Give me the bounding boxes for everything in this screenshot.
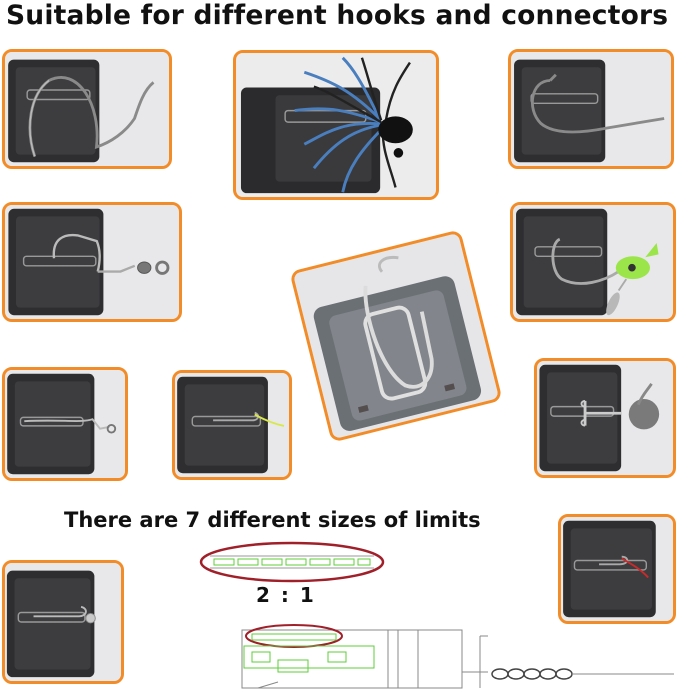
tackle-box-image [6,52,168,166]
photo-jighead-spinner [510,202,676,322]
yellow-line-image [175,373,289,477]
photo-worm-hook [2,49,172,169]
limits-ruler-drawing [199,541,385,583]
bead-connector-image [5,563,121,681]
assembly-diagram [238,616,678,690]
photo-small-swivel [2,367,128,481]
swivel-image [6,205,178,319]
photo-ball-jig-treble [534,358,676,478]
ball-jig-image [537,361,673,475]
red-line-image [561,517,673,621]
photo-spinnerbait-jig [233,50,439,200]
photo-long-hook [508,49,674,169]
scale-ratio: 2 : 1 [256,583,316,607]
limits-subtitle: There are 7 different sizes of limits [64,508,481,532]
photo-red-line-hook [558,514,676,624]
hook-image [512,52,670,166]
photo-box-closeup [289,229,503,443]
photo-swivel-snap [2,202,182,322]
photo-yellow-line-hook [172,370,292,480]
small-swivel-image [5,370,125,478]
photo-bead-connector [2,560,124,684]
jig-image [237,53,435,197]
box-closeup-image [292,232,500,440]
assembly-drawing [241,624,674,689]
jighead-image [514,205,672,319]
limits-scale-diagram [198,540,386,584]
headline: Suitable for different hooks and connect… [6,0,669,31]
